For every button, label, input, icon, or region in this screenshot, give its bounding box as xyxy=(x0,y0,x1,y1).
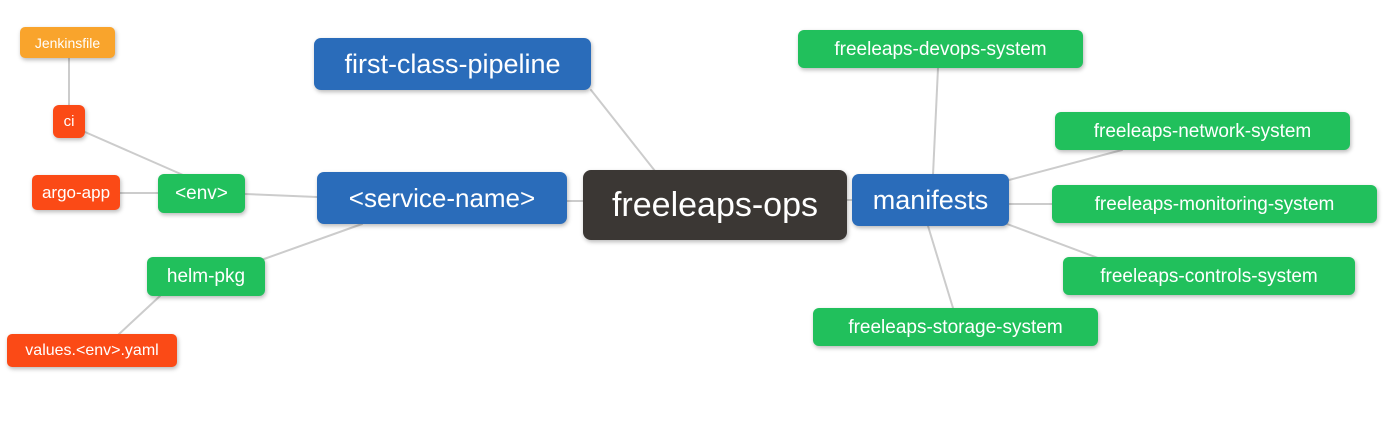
node-freeleaps-controls-system[interactable]: freeleaps-controls-system xyxy=(1063,257,1355,295)
node-first-class-pipeline[interactable]: first-class-pipeline xyxy=(314,38,591,90)
node-manifests[interactable]: manifests xyxy=(852,174,1009,226)
node-freeleaps-devops-system[interactable]: freeleaps-devops-system xyxy=(798,30,1083,68)
node-helm-pkg[interactable]: helm-pkg xyxy=(147,257,265,296)
edge-values-env-yaml-helm-pkg xyxy=(117,295,161,336)
node-freeleaps-storage-system[interactable]: freeleaps-storage-system xyxy=(813,308,1098,346)
edge-manifests-devops-system xyxy=(932,67,939,176)
node-freeleaps-ops[interactable]: freeleaps-ops xyxy=(583,170,847,240)
node-env[interactable]: <env> xyxy=(158,174,245,213)
node-ci[interactable]: ci xyxy=(53,105,85,138)
edge-ci-env xyxy=(84,131,184,176)
node-argo-app[interactable]: argo-app xyxy=(32,175,120,210)
node-values-env-yaml[interactable]: values.<env>.yaml xyxy=(7,334,177,367)
node-freeleaps-monitoring-system[interactable]: freeleaps-monitoring-system xyxy=(1052,185,1377,223)
node-jenkinsfile[interactable]: Jenkinsfile xyxy=(20,27,115,58)
node-service-name[interactable]: <service-name> xyxy=(317,172,567,224)
edge-manifests-storage-system xyxy=(927,225,954,309)
edge-first-class-pipeline-freeleaps-ops xyxy=(590,89,656,172)
node-freeleaps-network-system[interactable]: freeleaps-network-system xyxy=(1055,112,1350,150)
edge-manifests-controls-system xyxy=(1006,223,1099,259)
edge-env-service-name xyxy=(244,193,318,198)
edge-manifests-network-system xyxy=(1008,149,1123,181)
edge-helm-pkg-service-name xyxy=(263,223,363,260)
